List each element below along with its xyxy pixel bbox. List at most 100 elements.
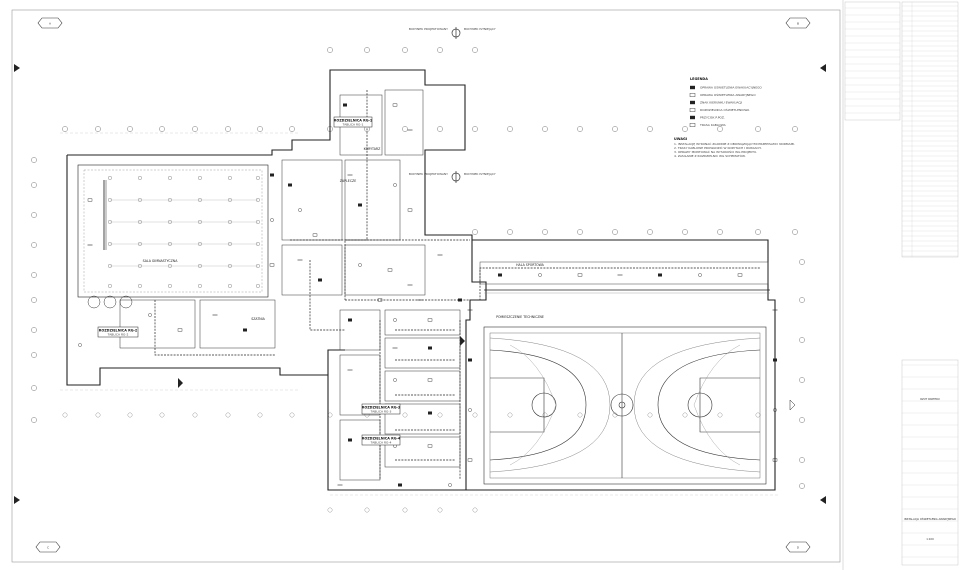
grid-bubble <box>364 507 370 513</box>
grid-bubble <box>437 507 443 513</box>
grid-bubble <box>31 417 37 423</box>
switchboard-rg4[interactable]: ROZDZIELNICA RG-4 TABLICA RG-4 <box>362 434 401 446</box>
legend-symbol <box>689 123 696 127</box>
fixture-symbol <box>298 208 302 212</box>
grid-bubble <box>647 126 653 132</box>
switchboard-rg3[interactable]: ROZDZIELNICA RG-3 TABLICA RG-3 <box>362 403 401 415</box>
orientation-tag-tl: A <box>37 17 63 29</box>
legend-symbol <box>690 100 695 105</box>
legend-symbol <box>690 115 695 120</box>
legend-item: TRASA KABLOWA <box>689 123 727 127</box>
grid-bubble <box>472 47 478 53</box>
legend-label: OPRAWA OŚWIETLENIA EWAKUACYJNEGO <box>700 85 762 90</box>
room-label: HALA SPORTOWA <box>516 263 544 267</box>
note-line: 1. INSTALACJĘ WYKONAĆ ZGODNIE Z OBOWIĄZU… <box>674 141 795 146</box>
grid-bubble <box>402 47 408 53</box>
emergency-fixture <box>428 411 432 415</box>
notes-title: UWAGI <box>674 137 687 141</box>
fixture-symbol <box>737 273 743 277</box>
emergency-fixture <box>358 203 362 207</box>
grid-bubble <box>192 126 198 132</box>
grid-bubble <box>717 229 723 235</box>
emergency-fixture <box>348 318 352 322</box>
room-label: POMIESZCZENIE TECHNICZNE <box>496 315 544 319</box>
grid-bubble <box>472 412 478 418</box>
light-fixture <box>198 176 202 180</box>
fixture-symbol <box>427 378 433 382</box>
grid-bubble <box>577 229 583 235</box>
grid-bubble <box>31 242 37 248</box>
switchboard-rg2[interactable]: ROZDZIELNICA RG-2 TABLICA RG-2 <box>97 326 139 338</box>
emergency-fixture <box>318 278 322 282</box>
switchboard-label: ROZDZIELNICA RG-1 <box>334 119 373 123</box>
grid-bubble <box>364 47 370 53</box>
grid-bubble <box>507 229 513 235</box>
grid-bubble <box>31 327 37 333</box>
grid-bubble <box>792 229 798 235</box>
light-fixture <box>198 284 202 288</box>
fixture-symbol <box>773 408 777 412</box>
fixture-symbol <box>577 273 583 277</box>
room-label: KORYTARZ <box>364 147 381 151</box>
switchboard-sublabel: TABLICA RG-2 <box>107 333 129 337</box>
title-block: RZUT PARTERU INSTALACJA OŚWIETLENIA AWAR… <box>844 1 959 566</box>
fixture-symbol <box>148 313 152 317</box>
grid-bubble <box>192 412 198 418</box>
fixture-symbol <box>427 444 433 448</box>
grid-bubble <box>799 377 805 383</box>
room-label: SALA GIMNASTYCZNA <box>143 259 179 263</box>
legend-label: ROZDZIELNICA OŚWIETLENIOWA <box>700 107 750 112</box>
legend-item: PRZYCISK P.POŻ. <box>690 115 725 120</box>
legend-title: LEGENDA <box>690 77 708 81</box>
grid-bubble <box>437 47 443 53</box>
sports-court <box>483 326 767 485</box>
grid-bubble <box>755 412 761 418</box>
north-arrow-label: BUDYNEK PROJEKTOWANY <box>409 172 448 176</box>
title-block-scale: 1:100 <box>926 537 934 541</box>
fixture-symbol <box>427 318 433 322</box>
fixture-symbol <box>392 103 398 107</box>
fixture-symbol <box>78 343 82 347</box>
legend-item: ZNAK KIERUNKU EWAKUACJI <box>690 101 742 105</box>
grid-bubble <box>31 157 37 163</box>
grid-bubble <box>31 272 37 278</box>
fixture-symbol <box>270 218 274 222</box>
fixture-symbol <box>312 233 318 237</box>
north-arrow-label: BUDYNEK ISTNIEJĄCY <box>464 172 496 176</box>
grid-bubble <box>682 126 688 132</box>
legend-label: OPRAWA OŚWIETLENIA AWARYJNEGO <box>700 92 756 97</box>
grid-bubble <box>717 126 723 132</box>
sheet-border <box>11 9 841 563</box>
emergency-fixture <box>658 273 662 277</box>
emergency-fixture <box>343 103 347 107</box>
orientation-tag-br: D <box>785 541 811 553</box>
light-fixture <box>138 176 142 180</box>
north-arrow-top: BUDYNEK PROJEKTOWANY BUDYNEK ISTNIEJĄCY <box>409 27 496 39</box>
grid-bubble <box>95 412 101 418</box>
light-fixture <box>138 284 142 288</box>
cable-routes <box>154 90 760 480</box>
legend-panel: LEGENDA OPRAWA OŚWIETLENIA EWAKUACYJNEGO… <box>674 77 795 158</box>
grid-bubble <box>799 259 805 265</box>
legend-item: OPRAWA OŚWIETLENIA AWARYJNEGO <box>689 92 756 97</box>
fixture-symbol <box>407 208 413 212</box>
room-label: SZATNIA <box>251 317 265 321</box>
grid-bubble <box>31 212 37 218</box>
switchboard-rg1[interactable]: ROZDZIELNICA RG-1 TABLICA RG-1 <box>334 116 373 128</box>
grid-bubble <box>127 412 133 418</box>
grid-bubble <box>755 126 761 132</box>
grid-bubble <box>327 507 333 513</box>
fixture-symbol <box>772 458 778 462</box>
legend-symbol <box>689 108 696 112</box>
left-hall-fixtures <box>108 176 260 288</box>
grid-bubble <box>799 297 805 303</box>
light-fixture <box>108 284 112 288</box>
grid-bubble <box>472 229 478 235</box>
grid-bubble <box>542 229 548 235</box>
fixture-symbol <box>467 458 473 462</box>
orientation-tag-text: C <box>47 546 49 550</box>
light-fixture <box>256 284 260 288</box>
grid-bubble <box>682 229 688 235</box>
